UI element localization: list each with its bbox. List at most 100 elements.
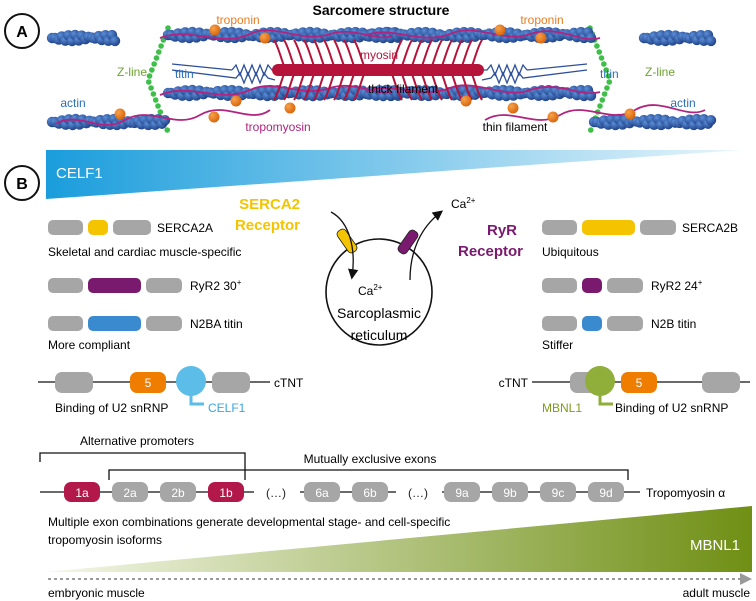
z-line-dot <box>151 61 157 67</box>
axis-start-label: embryonic muscle <box>48 586 145 600</box>
tropomyosin-exon-label: (…) <box>408 486 428 500</box>
serca2a-note: Skeletal and cardiac muscle-specific <box>48 245 241 259</box>
label-thin-filament: thin filament <box>483 120 548 134</box>
tropomyosin-exon-label: 1a <box>75 486 89 500</box>
ctnt-right: 5 cTNT MBNL1 Binding of U2 snRNP <box>499 366 750 415</box>
myosin-head <box>333 73 345 101</box>
z-line-dot <box>587 127 594 133</box>
myosin-head <box>313 73 325 101</box>
z-line-dot <box>148 85 154 91</box>
troponin-beads <box>114 24 636 123</box>
ctnt-left: 5 cTNT Binding of U2 snRNP CELF1 <box>38 366 304 415</box>
serca2b-note: Ubiquitous <box>542 245 599 259</box>
ca-outside-base: Ca <box>451 197 467 211</box>
z-line-dot <box>597 103 603 109</box>
ryr2-24-exon-purple <box>582 278 602 293</box>
myosin-head <box>343 39 355 67</box>
myosin-head <box>303 73 315 101</box>
label-z-line-right: Z-line <box>645 65 675 79</box>
myosin-head <box>401 39 413 67</box>
z-line-dot <box>601 91 608 97</box>
ctnt-left-gene-label: cTNT <box>274 376 304 390</box>
ryr2-30-label: RyR2 30+ <box>190 278 242 293</box>
tropomyosin-exon-label: 9b <box>503 486 517 500</box>
titin-springs <box>171 63 588 85</box>
myosin-head <box>343 73 355 101</box>
tropomyosin-gap <box>396 482 442 502</box>
n2ba-note: More compliant <box>48 338 131 352</box>
ctnt-left-exon-gray-1 <box>55 372 93 393</box>
actin-filaments <box>46 26 717 131</box>
ryr2-24-exon-gray-1 <box>542 278 577 293</box>
tropomyosin-exon <box>444 482 480 502</box>
myosin-head <box>441 39 453 67</box>
troponin-bead <box>259 32 271 44</box>
tropomyosin-exon <box>304 482 340 502</box>
mbnl1-gradient-wedge <box>46 506 752 572</box>
n2b-exon-blue <box>582 316 602 331</box>
ryr2-30-exon-gray-2 <box>146 278 182 293</box>
serca2b-exon-gray-2 <box>640 220 676 235</box>
z-line-dot <box>599 97 606 103</box>
ca-outside-charge: 2+ <box>466 196 475 205</box>
n2ba-titin-label: N2BA titin <box>190 317 243 331</box>
n2b-titin-label: N2B titin <box>651 317 696 331</box>
myosin-head <box>391 39 403 67</box>
z-line-dot <box>164 127 171 133</box>
n2b-exon-gray-2 <box>607 316 643 331</box>
mbnl1-wedge-label: MBNL1 <box>690 537 740 554</box>
ryr2-30-sup: + <box>237 278 242 287</box>
z-line-dot <box>606 79 613 85</box>
n2b-exon-gray-1 <box>542 316 577 331</box>
z-line-dot <box>152 97 159 103</box>
actin-bead <box>109 35 121 47</box>
troponin-bead <box>114 108 126 120</box>
sr-label-line-1: Sarcoplasmic <box>337 305 421 321</box>
ctnt-left-exon-5-label: 5 <box>145 376 152 390</box>
myosin-head <box>313 39 325 67</box>
ctnt-left-protein-label: CELF1 <box>208 401 246 415</box>
sarcoplasmic-reticulum: Sarcoplasmic reticulum Ca2+ Ca2+ SERCA2 … <box>235 196 523 346</box>
celf1-gradient-wedge <box>46 150 742 199</box>
z-line-dot <box>601 61 607 67</box>
tropomyosin-gene: Alternative promoters Mutually exclusive… <box>39 434 725 547</box>
ctnt-right-protein-label: MBNL1 <box>542 401 582 415</box>
myosin-head <box>441 73 453 101</box>
tropomyosin-gap <box>254 482 300 502</box>
mutually-exclusive-bracket <box>108 469 629 480</box>
ctnt-right-exon-gray-2 <box>702 372 740 393</box>
panel-b-badge-circle <box>4 165 40 201</box>
ryr-calcium-arrow <box>409 210 444 281</box>
ryr2-24-exon-gray-2 <box>607 278 643 293</box>
myosin-head <box>283 39 295 67</box>
ryr2-30-exon-purple <box>88 278 141 293</box>
panel-b: CELF1 B SERCA2A Skeletal and cardiac mus… <box>4 150 752 600</box>
myosin-heads <box>273 39 483 101</box>
ctnt-right-gene-label: cTNT <box>499 376 529 390</box>
ctnt-right-exon-5-label: 5 <box>636 376 643 390</box>
ca-outside-label: Ca2+ <box>451 196 476 211</box>
myosin-head <box>391 73 403 101</box>
z-line-dot <box>149 67 155 73</box>
myosin-head <box>333 39 345 67</box>
myosin-head <box>401 73 413 101</box>
thick-filament-rod <box>272 64 484 76</box>
myosin-head <box>431 39 443 67</box>
myosin-head <box>353 39 365 67</box>
myosin-head <box>323 39 335 67</box>
celf1-wedge-label: CELF1 <box>56 165 103 182</box>
ryr-channel-icon <box>397 229 419 255</box>
troponin-bead <box>208 111 220 123</box>
serca2a-exon-gray-1 <box>48 220 83 235</box>
myosin-head <box>461 39 473 67</box>
z-line-dot <box>157 109 164 115</box>
tropomyosin-exon <box>64 482 100 502</box>
troponin-bead <box>494 24 506 36</box>
z-line-dot <box>146 73 153 79</box>
z-line-dot <box>604 85 610 91</box>
myosin-head <box>353 73 365 101</box>
ctnt-left-note: Binding of U2 snRNP <box>55 401 168 415</box>
serca2a-label: SERCA2A <box>157 221 213 235</box>
axis-end-label: adult muscle <box>683 586 751 600</box>
